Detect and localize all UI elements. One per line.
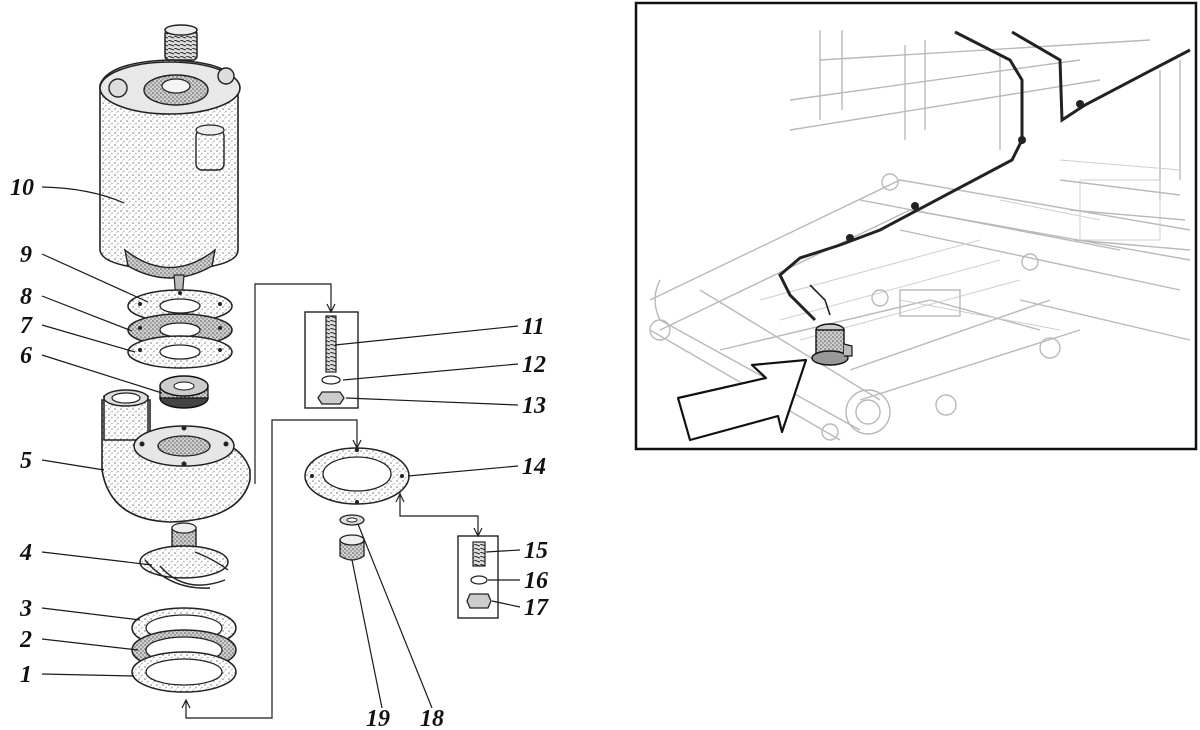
pipe-line [778, 30, 1191, 322]
callout-19: 19 [366, 706, 390, 730]
callout-15: 15 [524, 538, 548, 564]
callout-18: 18 [420, 706, 444, 730]
callout-14: 14 [522, 454, 546, 480]
exploded-pump-assembly: 10 9 8 7 6 5 4 3 2 1 11 12 13 14 15 16 1… [10, 24, 549, 730]
callout-6: 6 [20, 343, 32, 369]
callout-9: 9 [20, 242, 32, 268]
part-14-gasket [304, 447, 410, 505]
callout-16: 16 [524, 568, 548, 594]
callout-3: 3 [19, 596, 32, 622]
callout-7: 7 [20, 313, 33, 339]
part-7-gasket [127, 335, 233, 369]
callout-17: 17 [524, 595, 549, 621]
machine-frame-ghost [649, 30, 1191, 441]
callout-5: 5 [20, 448, 32, 474]
part-1-ring [131, 651, 237, 693]
callout-13: 13 [522, 393, 546, 419]
callout-labels: 10 9 8 7 6 5 4 3 2 1 11 12 13 14 15 16 1… [10, 175, 549, 730]
callout-10: 10 [10, 175, 34, 201]
fastener-group-11-13 [254, 283, 359, 484]
pump-location-marker [811, 323, 853, 366]
callout-2: 2 [19, 627, 32, 653]
part-5-pump-housing [101, 389, 251, 523]
part-9-gasket [127, 289, 233, 323]
part-18-washer [339, 514, 365, 526]
fastener-group-15-17 [395, 492, 499, 619]
callout-12: 12 [522, 352, 546, 378]
part-6-bearing [159, 375, 209, 409]
part-10-motor [99, 24, 241, 301]
part-4-impeller [139, 522, 229, 589]
leader-lines [41, 186, 521, 709]
location-view-panel [634, 1, 1198, 451]
callout-1: 1 [20, 662, 32, 688]
callout-8: 8 [20, 284, 32, 310]
connector-line [185, 419, 358, 719]
callout-4: 4 [19, 540, 32, 566]
callout-11: 11 [522, 314, 545, 340]
part-19-nut [339, 534, 365, 561]
arrow-pointer-icon [676, 358, 808, 442]
